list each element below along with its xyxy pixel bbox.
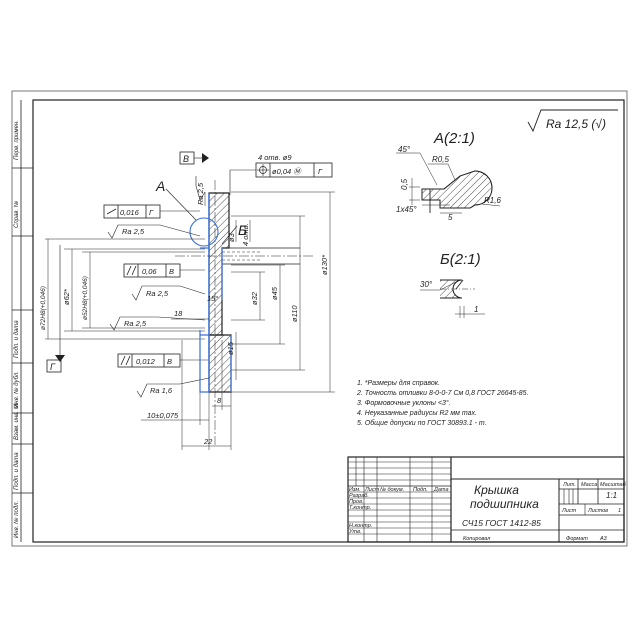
general-roughness: Ra 12,5 (√) — [527, 109, 618, 133]
tb-sheet: Лист — [561, 508, 577, 514]
tb-doc: № докум. — [380, 487, 404, 493]
note-line: 1. *Размеры для справок. — [357, 379, 440, 387]
position-datum: Г — [318, 167, 323, 176]
material: СЧ15 ГОСТ 1412-85 — [462, 518, 541, 528]
note-line: 4. Неуказанные радиусы R2 мм тах. — [357, 409, 477, 417]
view-b-title: Б(2:1) — [440, 251, 481, 268]
strip-label: Подп. и дата — [14, 452, 20, 490]
view-a-dim-5: 5 — [448, 213, 453, 222]
tb-col-lit: Лит. — [562, 482, 576, 488]
ra-25-b: Ra 2,5 — [146, 289, 169, 298]
dim-10: 10±0,075 — [147, 411, 179, 420]
dim-d110: ø110 — [290, 305, 299, 322]
tb-format-value: А3 — [599, 536, 608, 542]
view-a-radius-2: R1,6 — [484, 196, 501, 205]
tb-copied: Копировал — [463, 536, 490, 542]
datum-v: В — [183, 154, 189, 164]
view-a-radius-1: R0,5 — [432, 155, 449, 164]
tb-list: Лист — [364, 487, 380, 493]
tb-date: Дата — [433, 487, 449, 493]
datum-g: Г — [50, 362, 56, 372]
angle-15: 15° — [207, 294, 218, 303]
dim-d52: ø52H8(+0,046) — [82, 276, 89, 320]
tb-sheets-value: 1 — [618, 508, 621, 514]
strip-label: Перв. примен. — [14, 120, 20, 160]
tb-role-ncontr: Н.контр. — [349, 523, 372, 529]
strip-label: Подп. и дата — [14, 320, 20, 358]
dim-d32: ø32 — [250, 291, 259, 305]
ra-25-a: Ra 2,5 — [122, 227, 145, 236]
tb-sheets: Листов — [587, 508, 608, 514]
left-strip — [12, 100, 33, 542]
dim-d15: ø15 — [226, 341, 235, 355]
dim-22: 22 — [203, 437, 213, 446]
view-a-dim-05: 0,5 — [400, 178, 409, 190]
title-block — [347, 456, 625, 543]
parallel-tol-2: 0,012 — [136, 357, 156, 366]
flat-tol: 0,016 — [120, 208, 140, 217]
general-roughness-label: Ra 12,5 (√) — [546, 117, 606, 131]
callout-a: А — [155, 178, 165, 194]
holes-note: 4 отв. ø9 — [258, 153, 292, 162]
tb-role-dev: Разраб. — [349, 493, 369, 499]
position-tol: ø0,04 Ⓜ — [272, 167, 302, 176]
dim-d45: ø45 — [270, 286, 279, 300]
detail-view-b — [420, 279, 485, 318]
dim-d72: ø72H8(+0,046) — [40, 286, 47, 330]
flat-datum: Г — [149, 208, 154, 217]
tb-role-approve: Утв. — [348, 529, 362, 535]
parallel-datum-2: В — [167, 357, 172, 366]
ra-16: Ra 1,6 — [150, 386, 173, 395]
dim-d130: ø130* — [320, 254, 329, 275]
tb-scale-value: 1:1 — [606, 491, 617, 500]
strip-label: Взам. инв. № — [13, 402, 20, 440]
tb-col-mass: Масса — [581, 482, 597, 488]
dim-8: 8 — [217, 396, 222, 405]
parallel-tol-1: 0,06 — [142, 267, 157, 276]
part-name-1: Крышка — [474, 483, 519, 497]
strip-label: Инв. № подл. — [13, 501, 20, 538]
ra-25-top: Ra 2,5 — [196, 182, 205, 205]
strip-label: Инв. № дубл. — [13, 371, 20, 408]
view-b-angle: 30° — [420, 280, 433, 289]
dim-holes4: 4 отв. — [241, 223, 250, 246]
note-line: 3. Формовочные уклоны <3°. — [357, 399, 451, 407]
view-b-dim-1: 1 — [474, 305, 478, 314]
main-section-view — [45, 151, 335, 450]
note-line: 5. Общие допуски по ГОСТ 30893.1 - т. — [357, 419, 487, 427]
callout-b: Б — [238, 222, 247, 238]
part-name-2: подшипника — [470, 497, 539, 511]
note-line: 2. Точность отливки 8-0-0-7 См 0,8 ГОСТ … — [356, 390, 529, 397]
tb-izm: Изм. — [349, 487, 361, 493]
detail-view-a — [396, 152, 501, 214]
ra-25-c: Ra 2,5 — [124, 319, 147, 328]
tb-sign: Подп. — [413, 487, 428, 493]
dim-18: 18 — [174, 309, 183, 318]
tb-format: Формат — [566, 536, 588, 542]
dim-d3: ø3 — [227, 232, 236, 242]
tb-role-check: Пров. — [349, 499, 364, 505]
sheet-frame — [11, 90, 628, 547]
tb-role-tcontr: Т.контр. — [349, 505, 371, 511]
strip-label: Справ. № — [13, 200, 20, 228]
dim-d62: ø62* — [62, 288, 71, 305]
view-a-chamfer: 1х45° — [396, 205, 417, 214]
view-a-angle: 45° — [398, 145, 411, 154]
view-a-title: А(2:1) — [433, 130, 475, 147]
tb-col-scale: Масштаб — [600, 482, 627, 488]
parallel-datum-1: В — [169, 267, 174, 276]
